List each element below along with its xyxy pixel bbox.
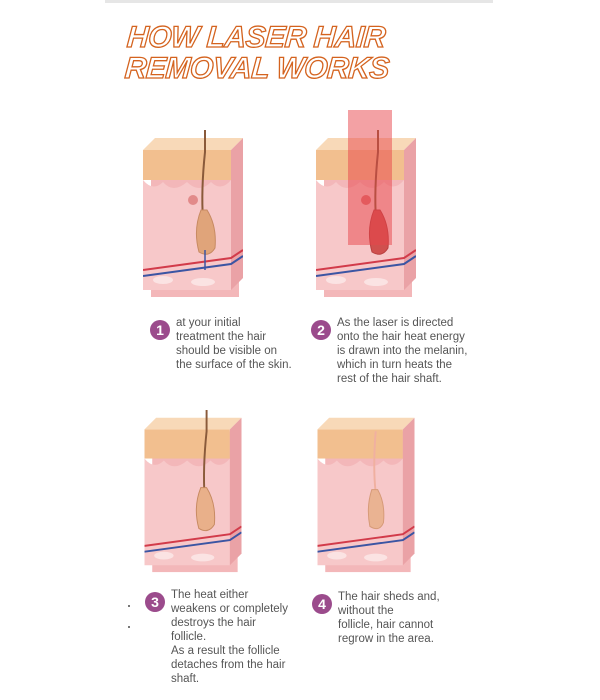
skin-diagram-2 [316, 110, 416, 298]
step-line: weakens or completely [171, 603, 288, 615]
step-number-badge: 1 [150, 320, 170, 340]
title-line-1: HOW LASER HAIR [125, 20, 387, 54]
top-divider [105, 0, 493, 3]
step-line: follicle, hair cannot [338, 619, 434, 631]
step-line: shaft. [171, 673, 200, 685]
step-line: should be visible on [176, 345, 278, 357]
step-line: The heat either [171, 589, 249, 601]
step-line: is drawn into the melanin, [337, 345, 468, 357]
stray-mark [128, 605, 130, 607]
step-line: destroys the hair [171, 617, 257, 629]
step-1: 1 at your initial treatment the hair sho… [150, 316, 292, 372]
step-line: at your initial [176, 317, 241, 329]
step-line: regrow in the area. [338, 633, 434, 645]
step-number-badge: 2 [311, 320, 331, 340]
stray-mark [128, 626, 130, 628]
laser-beam [348, 110, 392, 245]
step-line: the surface of the skin. [176, 359, 292, 371]
skin-diagram-4 [316, 410, 416, 575]
skin-diagram-3 [143, 410, 243, 575]
step-line: As a result the follicle [171, 645, 280, 657]
step-description: As the laser is directed onto the hair h… [337, 316, 467, 386]
step-4: 4 The hair sheds and, without the follic… [312, 590, 440, 646]
step-description: The heat either weakens or completely de… [171, 588, 288, 686]
skin-diagram-1 [143, 130, 243, 300]
step-line: without the [338, 605, 394, 617]
step-description: at your initial treatment the hair shoul… [176, 316, 292, 372]
step-description: The hair sheds and, without the follicle… [338, 590, 440, 646]
step-line: which in turn heats the [337, 359, 453, 371]
step-3: 3 The heat either weakens or completely … [145, 588, 288, 686]
step-number-badge: 4 [312, 594, 332, 614]
step-line: detaches from the hair [171, 659, 286, 671]
step-line: onto the hair heat energy [337, 331, 465, 343]
step-line: The hair sheds and, [338, 591, 440, 603]
step-number-badge: 3 [145, 592, 165, 612]
step-line: treatment the hair [176, 331, 267, 343]
step-line: As the laser is directed [337, 317, 454, 329]
page-title: HOW LASER HAIR REMOVAL WORKS [123, 20, 392, 85]
step-line: rest of the hair shaft. [337, 373, 442, 385]
step-line: follicle. [171, 631, 207, 643]
title-line-2: REMOVAL WORKS [123, 51, 391, 85]
step-2: 2 As the laser is directed onto the hair… [311, 316, 467, 386]
